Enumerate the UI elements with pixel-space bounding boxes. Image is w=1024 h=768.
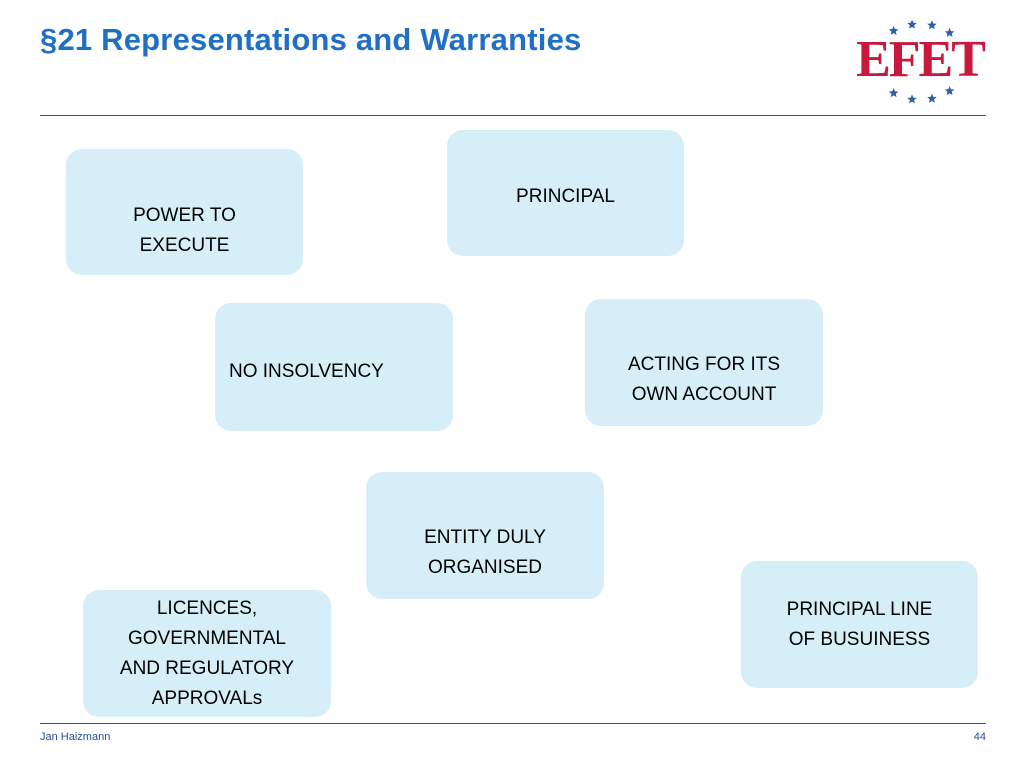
box-principal-label: PRINCIPAL — [516, 186, 615, 207]
box-principal: PRINCIPAL — [447, 130, 684, 256]
footer-author: Jan Haizmann — [40, 731, 111, 743]
logo-star-icon — [944, 86, 955, 96]
logo-star-icon — [944, 27, 955, 37]
logo-text: EFET — [856, 31, 986, 88]
page-number: 44 — [973, 731, 986, 743]
logo-star-icon — [927, 20, 937, 30]
logo-star-icon — [888, 25, 899, 35]
header-divider — [40, 115, 986, 116]
star-ring-icon — [888, 19, 955, 104]
efet-logo: EFET — [852, 16, 988, 108]
box-no-insolvency-label: NO INSOLVENCY — [229, 361, 384, 382]
logo-star-icon — [907, 94, 917, 104]
logo-star-icon — [927, 93, 937, 103]
slide-title: §21 Representations and Warranties — [40, 22, 582, 57]
footer-divider — [40, 723, 986, 724]
box-no-insolvency: NO INSOLVENCY — [215, 303, 453, 431]
logo-star-icon — [888, 88, 899, 98]
logo-star-icon — [907, 19, 917, 29]
